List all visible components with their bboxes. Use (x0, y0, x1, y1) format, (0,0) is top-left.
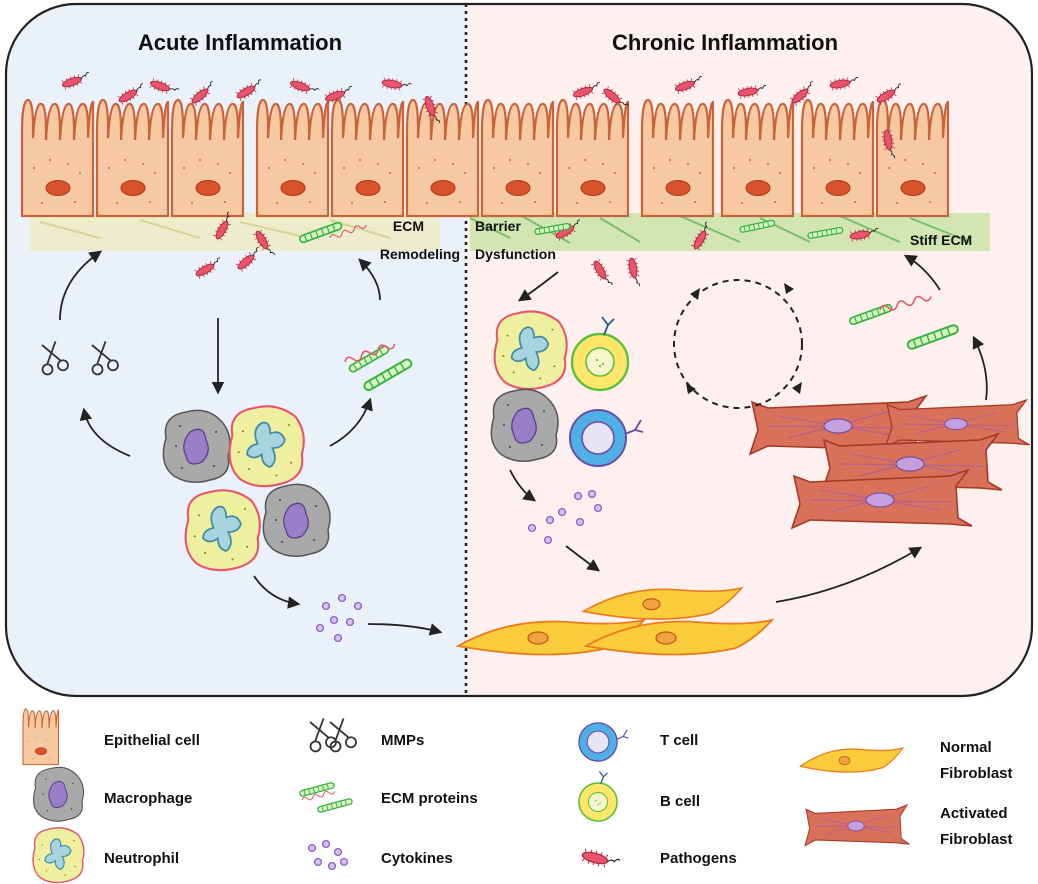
legend-activated-fibroblast-icon (804, 804, 910, 847)
acute-title: Acute Inflammation (138, 30, 342, 55)
remodeling-label: Remodeling (380, 246, 460, 262)
legend-epithelial-label: Epithelial cell (104, 732, 200, 749)
legend-activated-fibroblast-label-1: Activated (940, 805, 1008, 822)
dysfunction-label: Dysfunction (475, 246, 556, 262)
legend-ecm-icon-2 (316, 797, 354, 814)
legend-pathogen-icon (579, 846, 622, 873)
chronic-title: Chronic Inflammation (612, 30, 838, 55)
legend-activated-fibroblast-label-2: Fibroblast (940, 831, 1013, 848)
cycle-arrowheads (686, 283, 802, 394)
legend-normal-fibroblast-label-2: Fibroblast (940, 765, 1013, 782)
vicious-cycle (673, 279, 803, 409)
stiff-ecm-label: Stiff ECM (910, 232, 972, 248)
legend-cytokines-icon (307, 839, 349, 871)
ecm-label: ECM (393, 218, 424, 234)
legend-mmps-icon (303, 715, 338, 754)
legend-ecm-label: ECM proteins (381, 790, 478, 807)
legend-mmps-label: MMPs (381, 732, 424, 749)
legend-neutrophil-label: Neutrophil (104, 850, 179, 867)
legend: Epithelial cell Macrophage Neutrophil MM… (22, 708, 1013, 884)
legend-normal-fibroblast-label-1: Normal (940, 739, 992, 756)
legend-macrophage-icon (32, 766, 85, 822)
legend-macrophage-label: Macrophage (104, 790, 192, 807)
acute-arrows (59, 250, 443, 636)
legend-pathogens-label: Pathogens (660, 850, 737, 867)
legend-bcell-icon (578, 770, 618, 822)
legend-epithelial-icon (22, 708, 60, 766)
legend-tcell-icon (578, 722, 630, 762)
barrier-label: Barrier (475, 218, 521, 234)
legend-normal-fibroblast-icon (799, 747, 904, 773)
legend-tcell-label: T cell (660, 732, 698, 749)
chronic-arrows (509, 254, 988, 603)
diagram-frame (4, 2, 1034, 698)
legend-neutrophil-icon (32, 827, 85, 884)
epithelium-row (20, 98, 950, 218)
legend-bcell-label: B cell (660, 793, 700, 810)
ecm-band (30, 213, 990, 251)
legend-cytokines-label: Cytokines (381, 850, 453, 867)
